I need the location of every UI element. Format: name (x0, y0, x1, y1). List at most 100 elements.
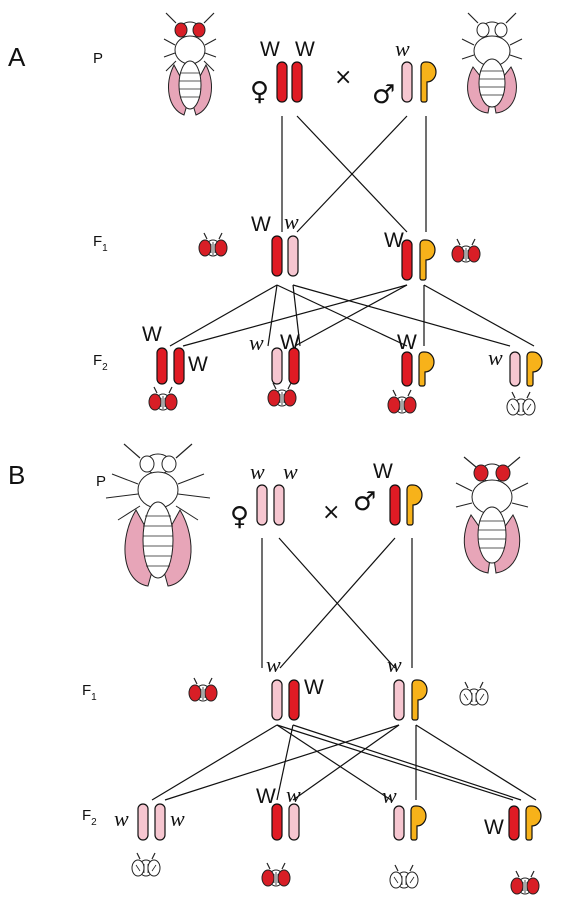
x-chromosome-white (509, 351, 521, 387)
panel-a-p-label: P (93, 50, 103, 67)
x-chromosome-red (401, 239, 413, 281)
inheritance-line (423, 284, 535, 347)
x-chromosome-red (156, 347, 168, 385)
male-symbol: ♂ (372, 80, 395, 110)
cross-symbol: × (334, 65, 352, 90)
inheritance-line (276, 724, 514, 801)
y-chromosome (525, 805, 542, 841)
panel-a: A P F1 F2 (8, 12, 543, 416)
inheritance-line (276, 284, 408, 347)
white-eyed-fly-icon (506, 391, 536, 416)
x-chromosome-red (271, 803, 283, 841)
inheritance-line (276, 724, 392, 801)
white-eyed-fly-icon (459, 681, 489, 706)
allele-label: W (142, 323, 162, 346)
allele-label: W (260, 38, 280, 61)
y-chromosome (420, 61, 437, 103)
x-chromosome-red (288, 679, 300, 721)
panel-a-f2-label: F2 (93, 352, 108, 373)
y-chromosome (418, 351, 435, 387)
red-eyed-fly-icon (451, 238, 481, 263)
inheritance-line (267, 284, 278, 347)
allele-label: w (114, 806, 129, 831)
y-chromosome (526, 351, 543, 387)
white-eyed-fly-icon (389, 864, 419, 889)
inheritance-line (276, 724, 294, 801)
red-eyed-fly-icon (387, 389, 417, 414)
x-chromosome-white (137, 803, 149, 841)
red-eyed-male-fly-icon (455, 456, 529, 574)
allele-label: W (295, 38, 315, 61)
allele-label: w (266, 652, 281, 677)
panel-b: B P F1 F2 (8, 443, 542, 895)
x-chromosome-white (256, 484, 268, 526)
cross-symbol: × (322, 500, 340, 525)
allele-label: W (397, 331, 417, 354)
allele-label: W (251, 213, 271, 236)
x-chromosome-red (291, 61, 303, 103)
panel-b-f1-label: F1 (82, 682, 97, 703)
red-eyed-fly-icon (148, 386, 178, 411)
male-symbol: ♂ (353, 487, 376, 517)
allele-label: W (256, 785, 276, 808)
allele-label: W (384, 229, 404, 252)
x-chromosome-white (271, 679, 283, 721)
panel-b-p-label: P (96, 473, 106, 490)
red-eyed-female-fly-icon (163, 12, 217, 116)
red-eyed-fly-icon (510, 870, 540, 895)
inheritance-line (279, 537, 396, 669)
allele-label: w (286, 782, 301, 807)
female-symbol: ♀ (250, 77, 269, 107)
inheritance-line (292, 284, 511, 347)
inheritance-line (292, 724, 522, 801)
allele-label: w (284, 209, 299, 234)
allele-label: w (283, 459, 298, 484)
y-chromosome (410, 805, 427, 841)
inheritance-line (164, 724, 400, 801)
x-chromosome-red (508, 805, 520, 841)
x-chromosome-white (288, 803, 300, 841)
red-eyed-fly-icon (188, 677, 218, 702)
x-chromosome-white (393, 679, 405, 721)
inheritance-line (415, 724, 537, 801)
allele-label: w (387, 652, 402, 677)
allele-label: w (382, 783, 397, 808)
x-chromosome-red (173, 347, 185, 385)
x-chromosome-white (287, 235, 299, 277)
red-eyed-fly-icon (198, 232, 228, 257)
x-chromosome-white (273, 484, 285, 526)
inheritance-line (292, 724, 400, 801)
y-chromosome (419, 239, 436, 281)
allele-label: W (188, 353, 208, 376)
white-eyed-male-fly-icon (461, 12, 523, 114)
y-chromosome (411, 679, 428, 721)
x-chromosome-red (288, 347, 300, 385)
white-eyed-fly-icon (131, 852, 161, 877)
x-chromosome-red (401, 351, 413, 387)
allele-label: w (488, 345, 503, 370)
red-eyed-fly-icon (267, 382, 297, 407)
allele-label: w (250, 459, 265, 484)
allele-label: W (484, 816, 504, 839)
allele-label: w (170, 806, 185, 831)
panel-a-f1-label: F1 (93, 233, 108, 254)
inheritance-line (182, 284, 408, 347)
x-chromosome-red (389, 484, 401, 526)
x-chromosome-white (271, 347, 283, 385)
panel-a-label: A (8, 42, 26, 72)
inheritance-line (294, 284, 408, 347)
y-chromosome (406, 484, 423, 526)
x-chromosome-red (271, 235, 283, 277)
inheritance-line (169, 284, 278, 347)
allele-label: W (304, 676, 324, 699)
white-eyed-female-fly-icon (105, 443, 211, 587)
inheritance-line (296, 115, 408, 233)
x-chromosome-white (393, 805, 405, 841)
female-symbol: ♀ (230, 502, 249, 532)
red-eyed-fly-icon (261, 862, 291, 887)
allele-label: w (395, 36, 410, 61)
x-chromosome-white (401, 61, 413, 103)
allele-label: W (373, 460, 393, 483)
inheritance-line (151, 724, 278, 801)
